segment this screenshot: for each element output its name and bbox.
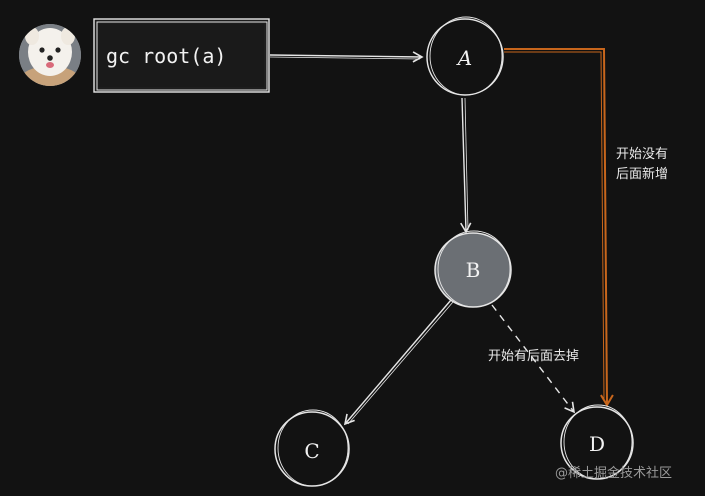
node-a: A [426,16,504,96]
edge-b-to-c [343,299,454,426]
edge-a-to-b [460,97,472,234]
edge-root-to-a [269,51,424,63]
avatar [19,24,81,86]
edge-a-to-d-new [504,48,614,407]
node-d: D [560,404,634,480]
note-removed-reference: 开始有后面去掉 [488,349,579,364]
watermark: @稀土掘金技术社区 [555,465,672,481]
node-b: B [434,230,512,308]
node-b-label: B [466,258,481,282]
edge-b-to-d-removed [491,304,576,414]
node-c-label: C [304,439,319,463]
gc-root-box: gc root(a) [93,18,270,93]
node-a-label: A [456,46,472,70]
gc-root-label: gc root(a) [106,44,226,68]
node-d-label: D [589,432,605,456]
note-new-reference-line2: 后面新增 [616,166,668,182]
note-new-reference-line1: 开始没有 [616,147,668,162]
node-c: C [274,409,350,487]
